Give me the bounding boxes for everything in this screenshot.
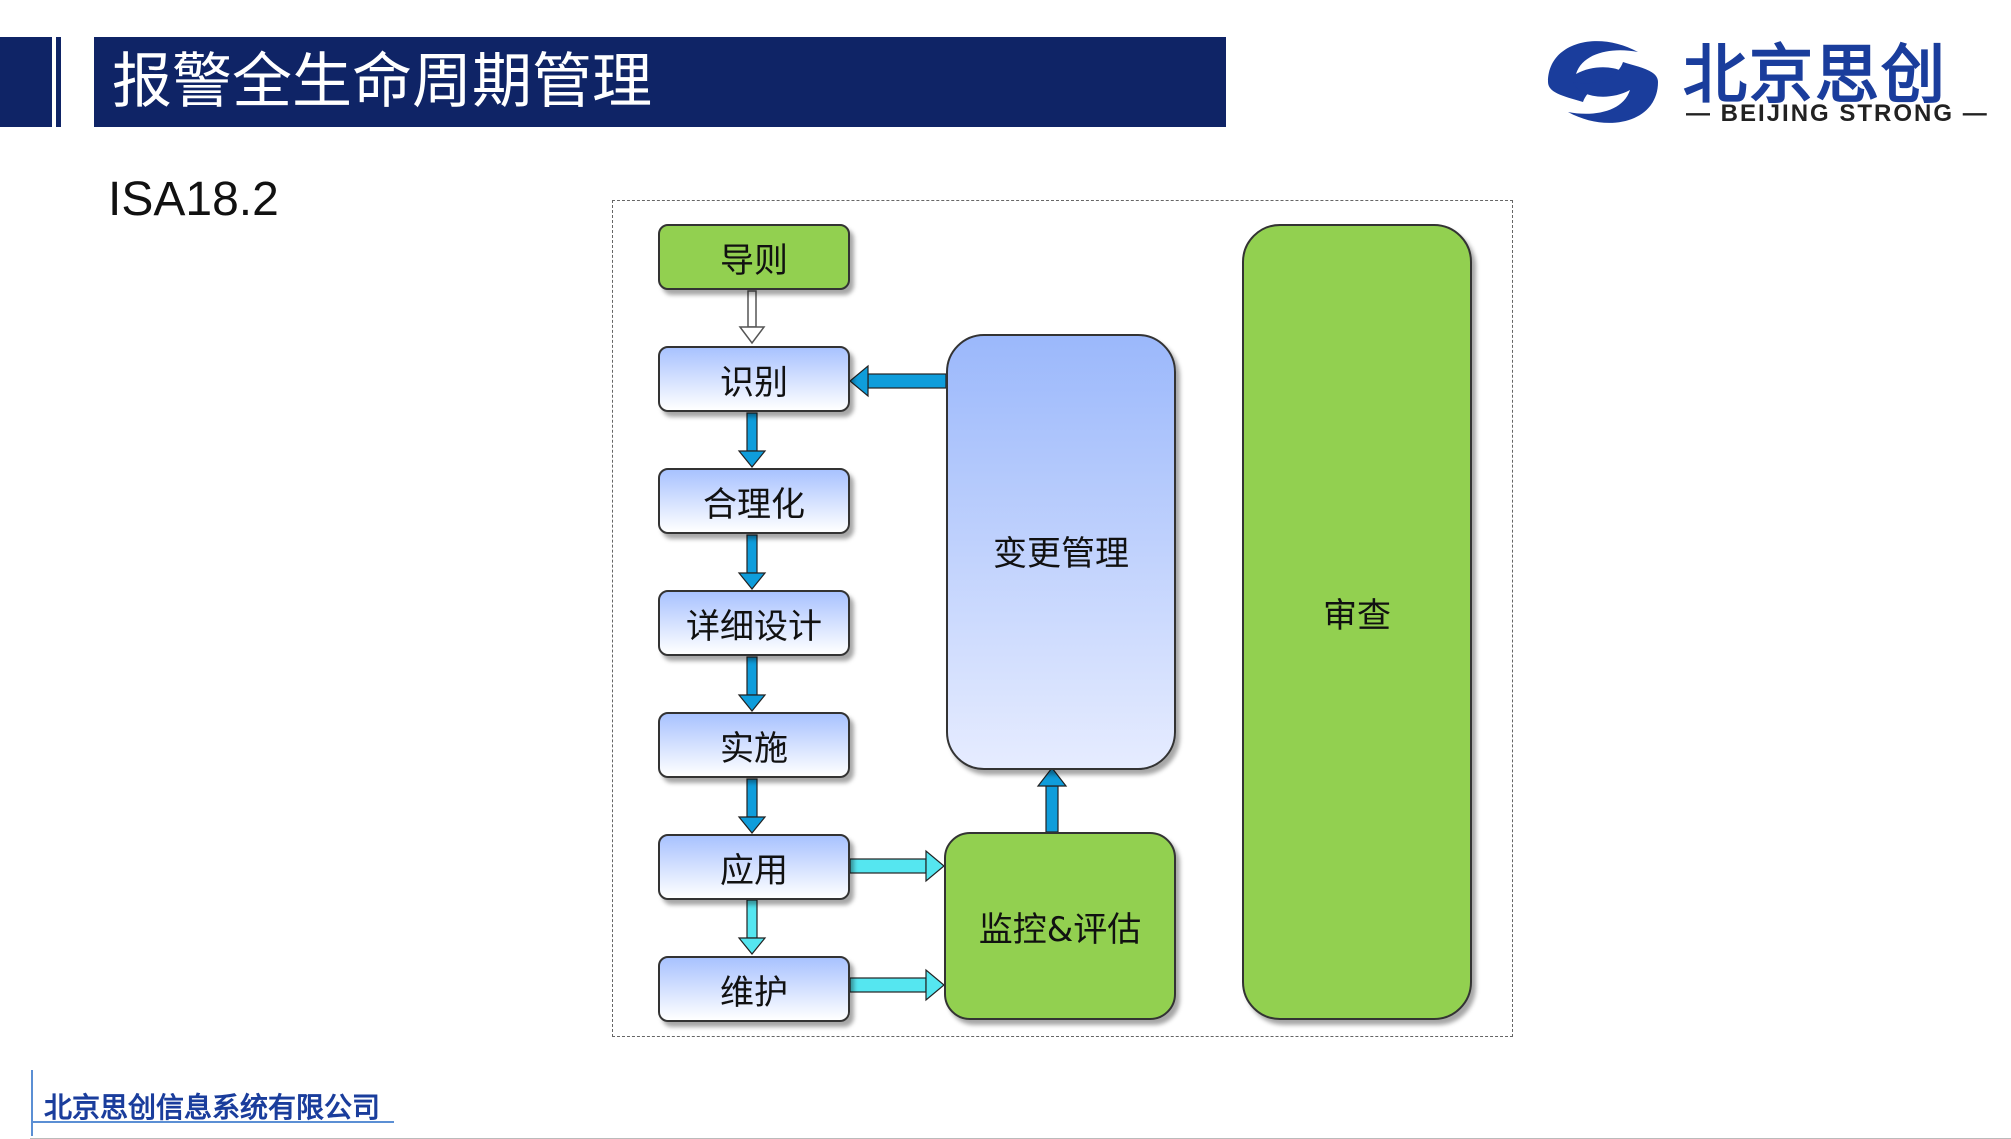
header-accent-stripe [56,37,61,127]
step-rationalize-label: 合理化 [703,484,805,525]
step-rationalize: 合理化 [658,468,850,534]
step-operate-label: 应用 [720,850,788,891]
footer-company-name: 北京思创信息系统有限公司 [44,1091,381,1124]
footer-underline [31,1121,394,1123]
step-implement: 实施 [658,712,850,778]
step-identify-label: 识别 [720,362,788,403]
change-management-box: 变更管理 [946,334,1176,770]
footer-accent-bar [31,1070,33,1136]
step-maintain-label: 维护 [720,972,788,1013]
header-accent-bar [0,37,52,127]
diagram-frame [612,200,1513,1037]
monitoring-assessment-box: 监控&评估 [944,832,1176,1020]
step-identify: 识别 [658,346,850,412]
logo-name-en: — BEIJING STRONG — [1686,100,1989,127]
page-title: 报警全生命周期管理 [94,37,1226,127]
step-guideline: 导则 [658,224,850,290]
step-detailed-design-label: 详细设计 [686,606,822,647]
step-detailed-design: 详细设计 [658,590,850,656]
step-guideline-label: 导则 [720,240,788,281]
step-implement-label: 实施 [720,728,788,769]
logo-name-cn: 北京思创 [1683,39,1947,113]
change-management-label: 变更管理 [993,534,1129,574]
step-maintain: 维护 [658,956,850,1022]
standard-label: ISA18.2 [108,173,279,226]
audit-box: 审查 [1242,224,1472,1020]
monitoring-assessment-label: 监控&评估 [978,909,1142,950]
step-operate: 应用 [658,834,850,900]
swirl-logo-icon [1548,41,1658,123]
company-logo: 北京思创 — BEIJING STRONG — [1528,22,1988,142]
audit-label: 审查 [1323,596,1391,636]
